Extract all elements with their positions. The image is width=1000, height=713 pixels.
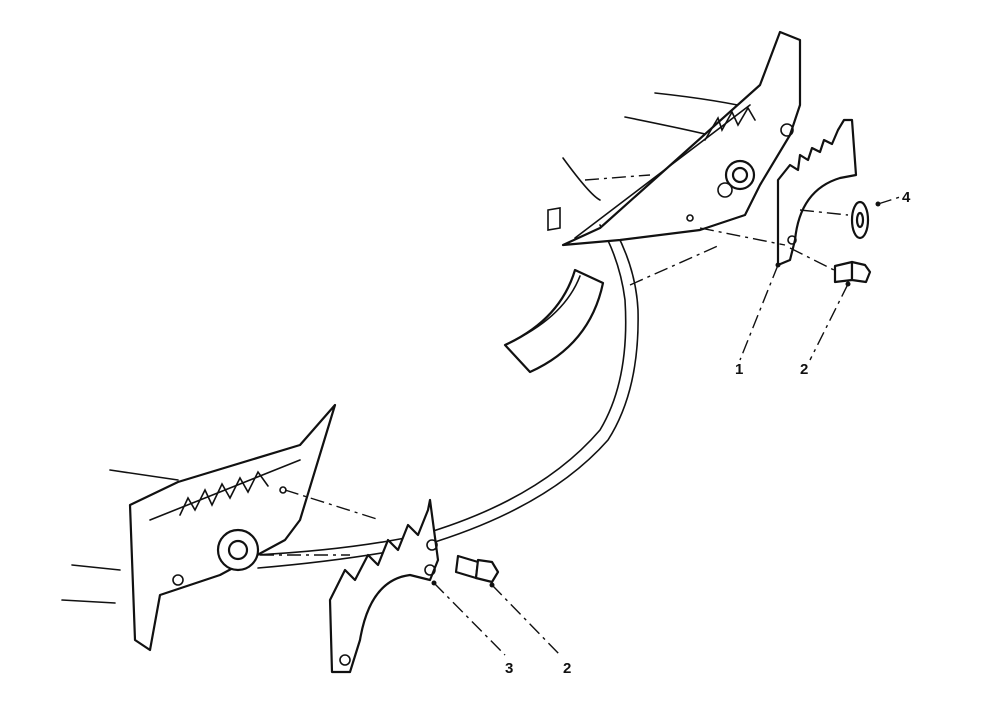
callout-2-upper-label: 2 xyxy=(800,361,808,378)
callout-3-label: 3 xyxy=(505,660,513,677)
callout-4-label: 4 xyxy=(902,189,911,206)
mower-deck xyxy=(61,92,761,604)
leader-lines xyxy=(431,196,901,656)
lower-side-plate xyxy=(128,403,381,652)
upper-bolt xyxy=(789,247,872,284)
lower-bolt xyxy=(454,554,500,584)
upper-height-bracket xyxy=(699,118,858,267)
deflector-slot xyxy=(503,207,605,374)
washer xyxy=(799,200,870,240)
callout-2-lower-label: 2 xyxy=(563,660,571,677)
upper-side-plate xyxy=(561,30,802,286)
lower-height-bracket xyxy=(328,498,440,674)
callout-1-label: 1 xyxy=(735,361,743,378)
